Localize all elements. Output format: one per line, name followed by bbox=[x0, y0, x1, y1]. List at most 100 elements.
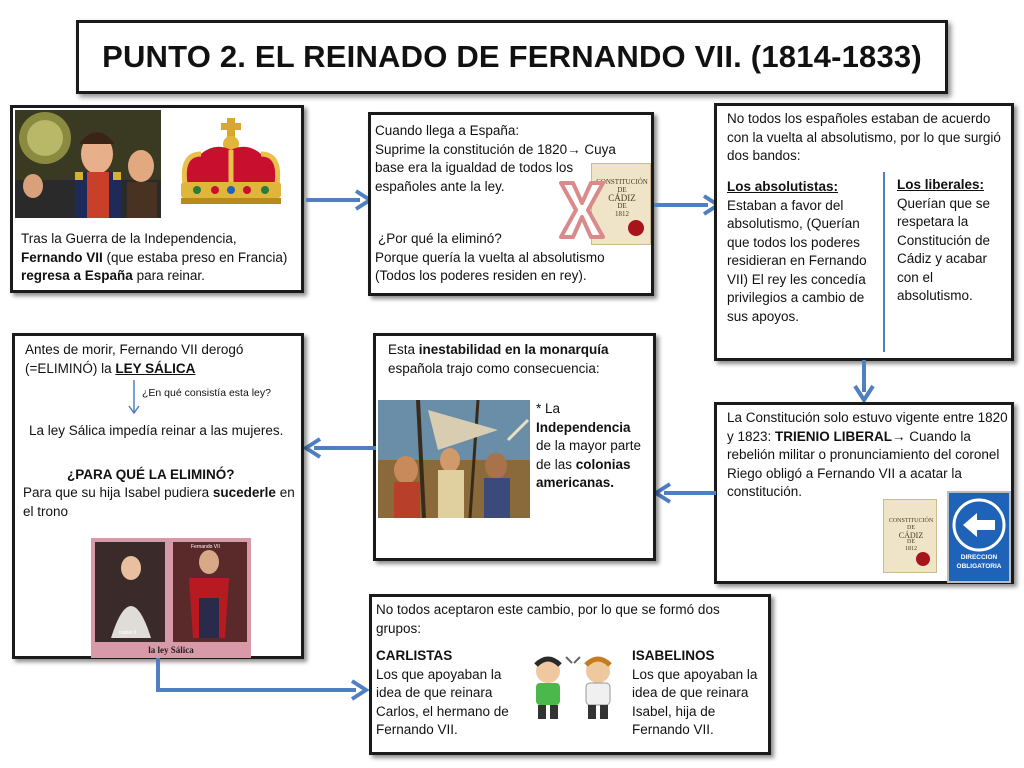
doc2-line-3: CÁDIZ bbox=[898, 531, 924, 540]
box-independencia-colonias: Esta inestabilidad en la monarquía españ… bbox=[373, 333, 656, 561]
arrow-left-2 bbox=[302, 437, 376, 459]
direccion-obligatoria-sign: DIRECCION OBLIGATORIA bbox=[947, 491, 1011, 583]
inestabilidad-a: Esta bbox=[388, 342, 419, 357]
small-down-arrow-icon bbox=[128, 380, 140, 415]
absolutistas-block: Los absolutistas: Estaban a favor del ab… bbox=[727, 178, 877, 326]
sign-caption: DIRECCION OBLIGATORIA bbox=[949, 553, 1009, 571]
para-que-answer: Para que su hija Isabel pudiera sucederl… bbox=[23, 484, 299, 521]
portrait-label-isabel: Isabel II bbox=[119, 630, 137, 636]
regreso-text-d: regresa a España bbox=[21, 268, 133, 283]
royal-crown-image bbox=[171, 114, 291, 218]
doc2-line-1: CONSTITUCIÓN bbox=[888, 518, 934, 524]
fernando-cartoon-illustration bbox=[15, 110, 161, 218]
sign-caption-line-1: DIRECCION bbox=[960, 554, 998, 561]
absolutistas-text: Estaban a favor del absolutismo, (Quería… bbox=[727, 197, 867, 324]
independencia-g: colonias americanas. bbox=[536, 456, 631, 491]
liberales-title: Los liberales: bbox=[897, 177, 985, 192]
inestabilidad-b: inestabilidad en la monarquía bbox=[418, 342, 609, 357]
por-que-answer: Porque quería la vuelta al absolutismo (… bbox=[375, 249, 605, 284]
regreso-text-c: (que estaba preso en Francia) bbox=[102, 249, 288, 265]
arrow-right-1 bbox=[306, 189, 374, 211]
doc-line-5: 1812 bbox=[615, 210, 629, 218]
bandos-intro: No todos los españoles estaban de acuerd… bbox=[727, 111, 1001, 163]
suprime-line-2b: Cuya base era la igualdad de todos los e… bbox=[375, 141, 616, 194]
page-title: PUNTO 2. EL REINADO DE FERNANDO VII. (18… bbox=[76, 20, 948, 94]
regreso-text: Tras la Guerra de la Independencia, Fern… bbox=[21, 230, 291, 286]
trienio-text: La Constitución solo estuvo vigente entr… bbox=[727, 409, 1013, 502]
por-que-text: ¿Por qué la eliminó? Porque quería la vu… bbox=[375, 230, 631, 286]
suprime-text: Cuando llega a España: Suprime la consti… bbox=[375, 122, 637, 196]
constitucion-doc-text: CONSTITUCIÓN DE CÁDIZ DE 1812 bbox=[592, 178, 650, 218]
para-que-answer-b: sucederle bbox=[212, 485, 276, 500]
trienio-text-b: TRIENIO LIBERAL bbox=[775, 428, 893, 444]
box-regreso: Tras la Guerra de la Independencia, Fern… bbox=[10, 105, 304, 293]
wax-seal-icon bbox=[916, 552, 930, 566]
constitucion-doc-text-2: CONSTITUCIÓN DE CÁDIZ DE 1812 bbox=[884, 518, 936, 553]
sign-caption-line-2: OBLIGATORIA bbox=[956, 563, 1002, 570]
suprime-line-2: Suprime la constitución de 1820→ Cuya ba… bbox=[375, 141, 637, 197]
right-arrow-glyph-icon: → bbox=[892, 428, 906, 444]
por-que-question: ¿Por qué la eliminó? bbox=[378, 231, 502, 246]
ley-salica-intro-b: LEY SÁLICA bbox=[115, 360, 196, 376]
arguing-kids-icon bbox=[534, 656, 612, 719]
para-que-answer-a: Para que su hija Isabel pudiera bbox=[23, 485, 213, 500]
box-ley-salica: Antes de morir, Fernando VII derogó (=EL… bbox=[12, 333, 304, 659]
carlistas-title: CARLISTAS bbox=[376, 648, 453, 663]
trienio-text-a: La Constitución solo estuvo vigente entr… bbox=[727, 410, 1008, 444]
bandos-divider bbox=[883, 172, 885, 352]
suprime-line-1: Cuando llega a España: bbox=[375, 123, 520, 138]
arrow-right-2 bbox=[654, 194, 722, 216]
doc-line-1: CONSTITUCIÓN bbox=[596, 178, 648, 186]
grupos-intro: No todos aceptaron este cambio, por lo q… bbox=[376, 602, 720, 636]
ley-salica-intro: Antes de morir, Fernando VII derogó (=EL… bbox=[25, 341, 297, 378]
arrow-elbow bbox=[156, 658, 370, 701]
independencia-f: de la mayor parte de las bbox=[536, 438, 642, 472]
doc2-line-4: DE bbox=[907, 539, 915, 545]
fernando-cartoon-image bbox=[15, 110, 161, 218]
constitucion-cadiz-image: CONSTITUCIÓN DE CÁDIZ DE 1812 bbox=[591, 163, 651, 245]
box-dos-bandos: No todos los españoles estaban de acuerd… bbox=[714, 103, 1014, 361]
regreso-text-e: para reinar. bbox=[132, 268, 205, 283]
regreso-text-b: Fernando VII bbox=[21, 249, 103, 265]
royal-crown-icon bbox=[181, 118, 281, 204]
absolutistas-title: Los absolutistas: bbox=[727, 179, 839, 194]
independencia-d: * La bbox=[536, 401, 561, 416]
portraits-illustration bbox=[91, 538, 251, 658]
box-trienio-liberal: La Constitución solo estuvo vigente entr… bbox=[714, 402, 1014, 584]
box-carlistas-isabelinos: No todos aceptaron este cambio, por lo q… bbox=[369, 594, 771, 755]
arrow-down bbox=[853, 360, 875, 404]
regreso-text-a: Tras la Guerra de la Independencia, bbox=[21, 231, 237, 246]
independencia-text: * La Independencia de la mayor parte de … bbox=[536, 400, 646, 493]
para-que-question: ¿PARA QUÉ LA ELIMINÓ? bbox=[67, 467, 235, 482]
ley-salica-portraits-image: Isabel II Fernando VII la ley Sálica bbox=[91, 538, 251, 658]
portrait-label-fernando: Fernando VII bbox=[191, 544, 220, 550]
inestabilidad-text: Esta inestabilidad en la monarquía españ… bbox=[388, 341, 650, 378]
cross-x-icon bbox=[559, 181, 605, 239]
portraits-caption: la ley Sálica bbox=[148, 645, 194, 655]
carlistas-text: Los que apoyaban la idea de que reinara … bbox=[376, 666, 509, 738]
isabelinos-text: Los que apoyaban la idea de que reinara … bbox=[632, 666, 758, 738]
suprime-line-2a: Suprime la constitución de 1820 bbox=[375, 141, 568, 157]
doc-line-4: DE bbox=[617, 202, 627, 210]
doc-line-3: CÁDIZ bbox=[608, 193, 636, 203]
doc-line-2: DE bbox=[617, 186, 627, 194]
liberales-text: Querían que se respetara la Constitución… bbox=[897, 195, 991, 304]
independencia-painting-image bbox=[378, 400, 530, 518]
doc2-line-2: DE bbox=[907, 525, 915, 531]
ley-salica-intro-a: Antes de morir, Fernando VII derogó (=EL… bbox=[25, 342, 244, 376]
para-que-answer-c: en el trono bbox=[23, 485, 295, 519]
carlistas-block: CARLISTAS Los que apoyaban la idea de qu… bbox=[376, 647, 516, 740]
left-arrow-sign-icon bbox=[952, 498, 1006, 552]
isabelinos-title: ISABELINOS bbox=[632, 648, 715, 663]
liberales-block: Los liberales: Querían que se respetara … bbox=[897, 176, 1009, 306]
box-suprime-constitucion: Cuando llega a España: Suprime la consti… bbox=[368, 112, 654, 296]
constitucion-doc-image: CONSTITUCIÓN DE CÁDIZ DE 1812 bbox=[883, 499, 937, 573]
ley-salica-question: ¿En qué consistía esta ley? bbox=[142, 387, 271, 399]
ley-salica-answer: La ley Sálica impedía reinar a las mujer… bbox=[29, 423, 284, 438]
isabelinos-block: ISABELINOS Los que apoyaban la idea de q… bbox=[632, 647, 768, 740]
independencia-e: Independencia bbox=[536, 419, 631, 435]
wax-seal-icon bbox=[628, 220, 644, 236]
page-title-text: PUNTO 2. EL REINADO DE FERNANDO VII. (18… bbox=[102, 39, 922, 74]
independencia-painting-illustration bbox=[378, 400, 530, 518]
right-arrow-glyph-icon: → bbox=[567, 141, 581, 157]
